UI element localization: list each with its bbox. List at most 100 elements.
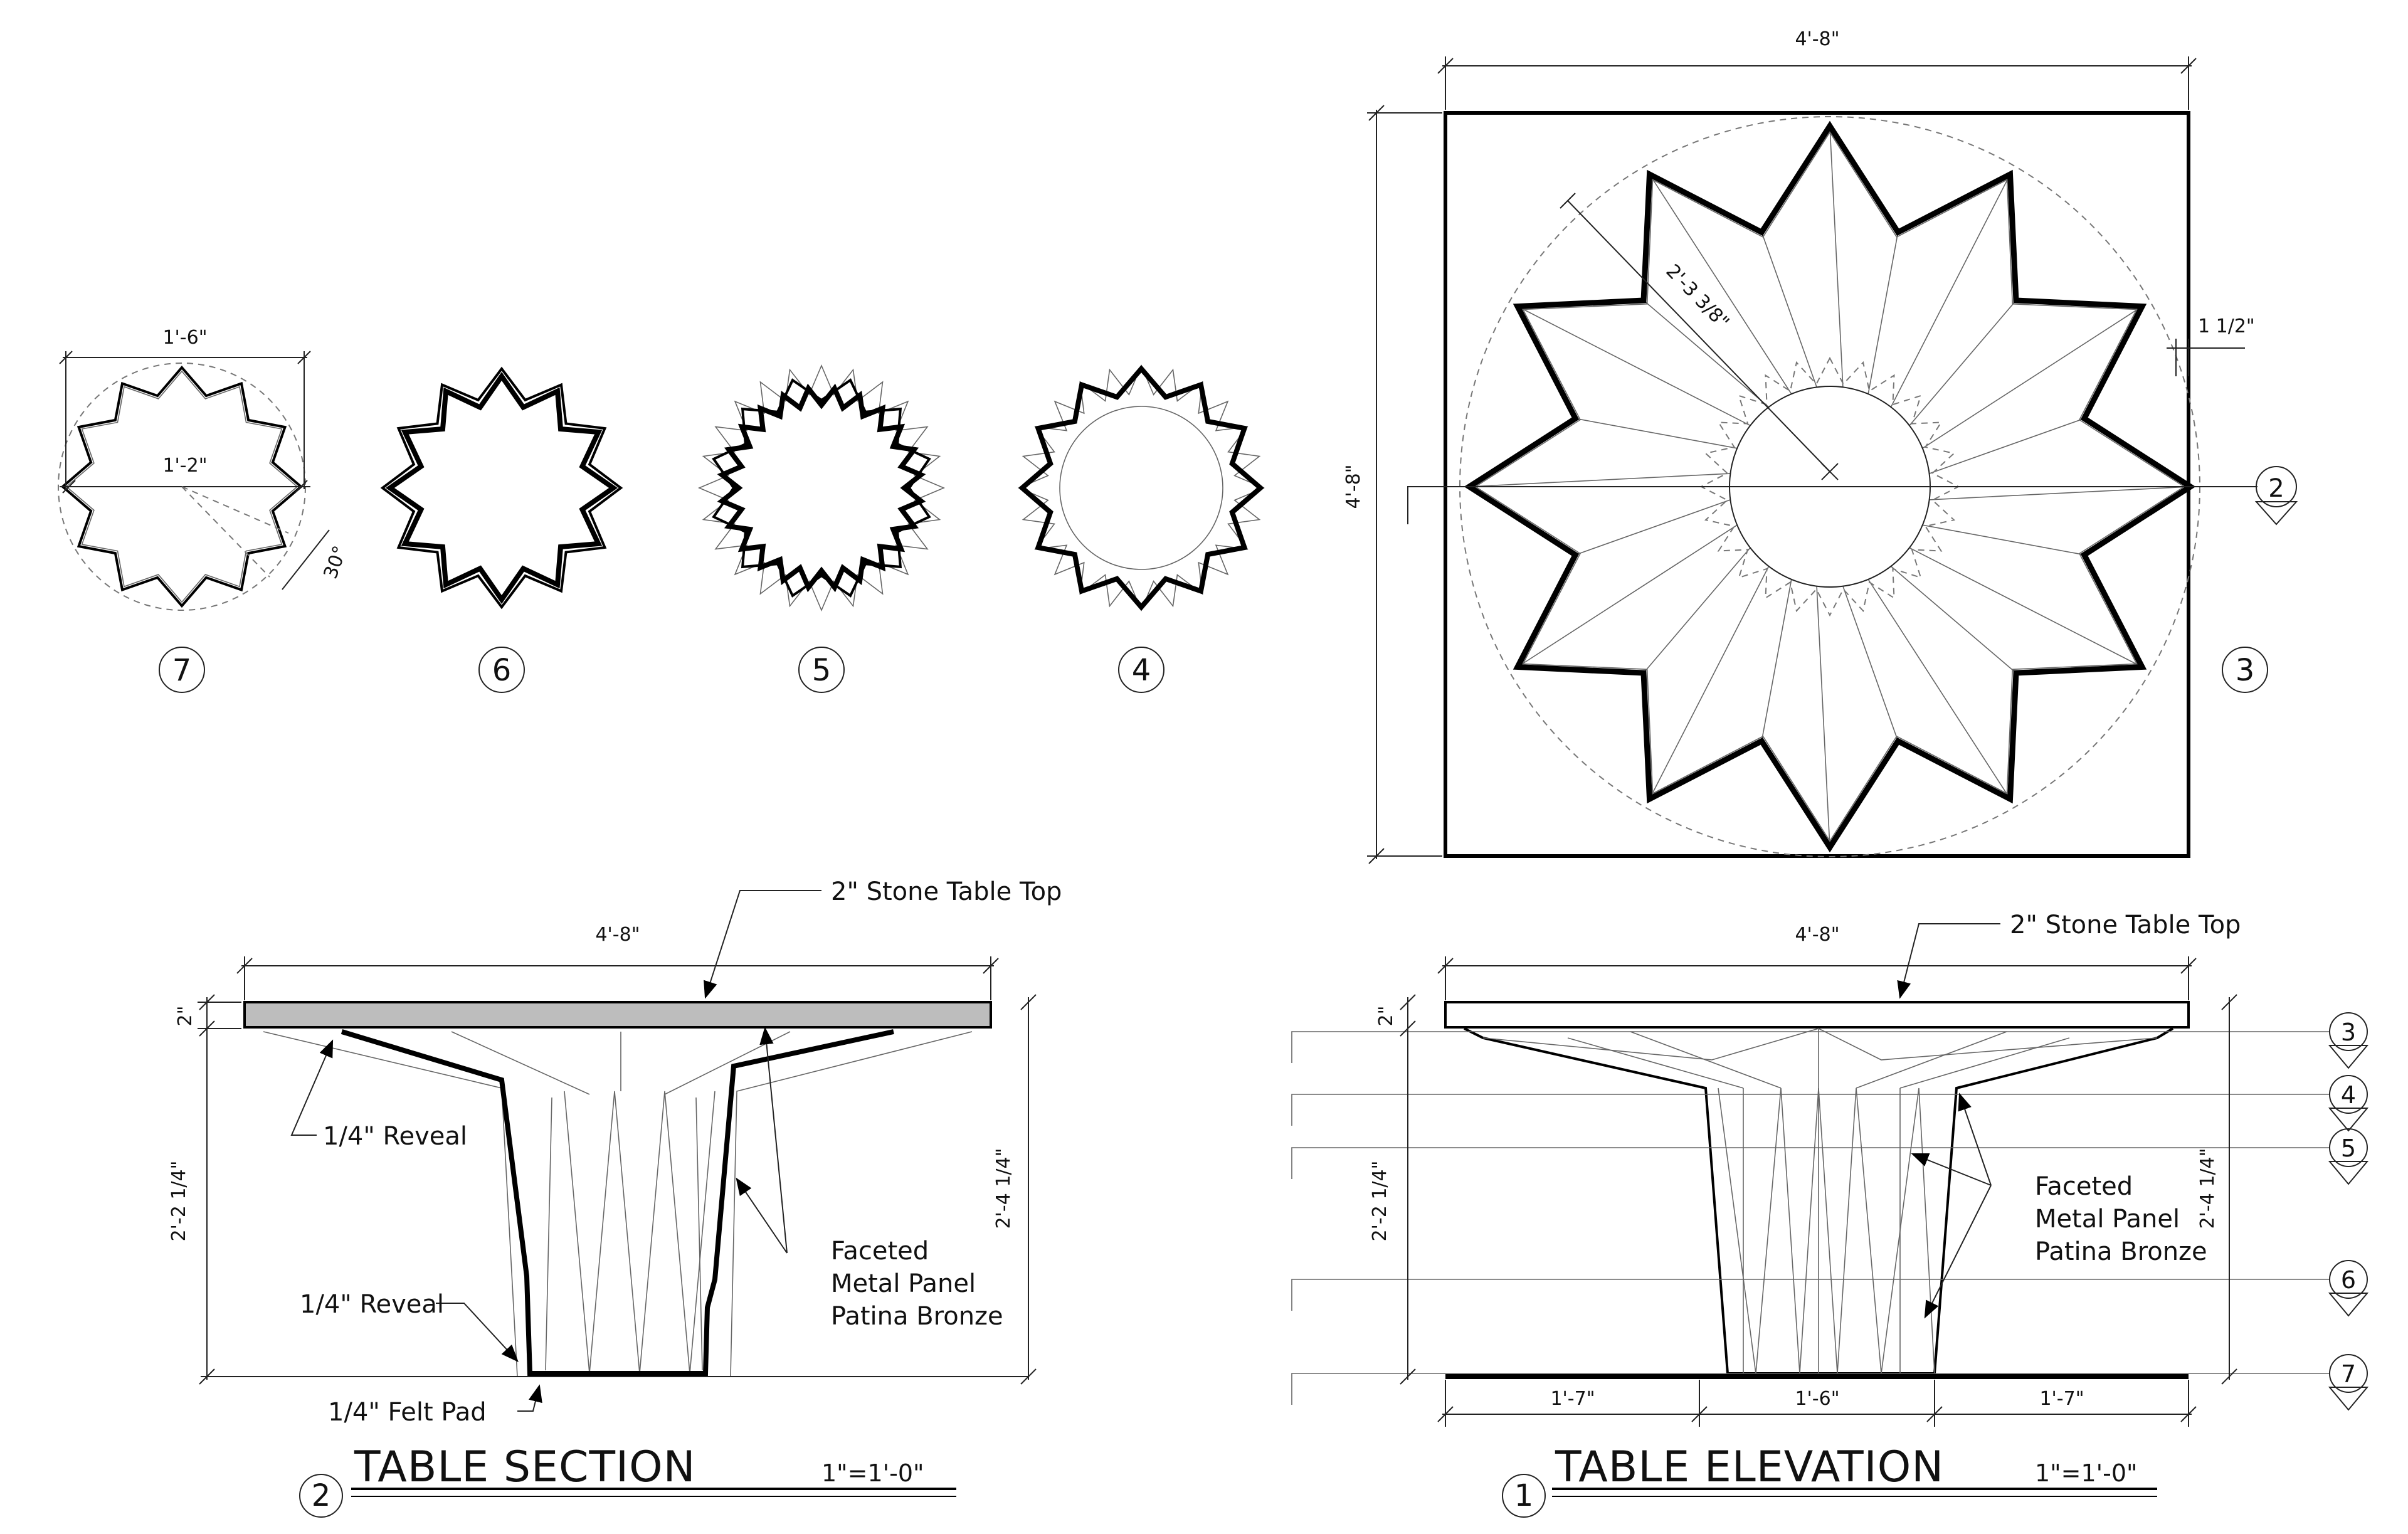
top-view-facet-line (1575, 418, 1738, 449)
section-scale: 1"=1'-0" (821, 1459, 924, 1487)
elevation-top-thickness: 2" (1375, 1006, 1397, 1027)
top-view-facet-line (1929, 418, 2084, 474)
top-view-facet-line (1922, 305, 2143, 449)
table-section: 4'-8" 2" 2'-2 1/4" 2'-4 1/4" 2" Stone Ta… (168, 877, 1062, 1518)
plan-7-label: 7 (172, 653, 192, 688)
elevation-callout-panel-1: Faceted (2035, 1172, 2133, 1201)
elevation-level-marker: 7 (1291, 1354, 2369, 1411)
plan-6-label: 6 (492, 653, 512, 688)
top-view-facet-line (1649, 174, 1792, 394)
plan-7-inner-dim: 1'-2" (162, 455, 207, 477)
top-view-star (1464, 120, 2196, 853)
elevation-level-label: 4 (2341, 1081, 2356, 1109)
plan-5-star-outer (712, 378, 931, 598)
elevation-width-dim: 4'-8" (1795, 924, 1839, 946)
plan-7-star-inner (65, 370, 298, 603)
elevation-level-label: 6 (2341, 1266, 2356, 1294)
top-view-facet-line (1517, 524, 1738, 668)
top-view-bubble (2222, 647, 2268, 693)
top-view-facet-line (1842, 586, 1899, 741)
elevation-number: 1 (1514, 1478, 1534, 1513)
plan-7-star (60, 365, 304, 608)
top-view-facet-line (1890, 174, 2011, 408)
top-view-facet-line (1909, 300, 2017, 426)
section-callout-reveal-lower: 1/4" Reveal (300, 1290, 444, 1319)
elevation-level-marker: 3 (1291, 1012, 2369, 1069)
top-view-facet-line (1890, 566, 2017, 674)
section-top-thickness: 2" (174, 1006, 196, 1027)
plan-6-bubble (478, 647, 525, 693)
top-view-facet-line (1816, 586, 1830, 848)
top-view-facet-line (1469, 473, 1731, 487)
top-view-facet-line (1643, 547, 1751, 674)
elevation-callout-panel-2: Metal Panel (2035, 1205, 2180, 1234)
top-view-facet-line (1649, 566, 1770, 800)
plan-6: 6 (380, 366, 623, 693)
elevation-callout-top: 2" Stone Table Top (2010, 911, 2241, 939)
top-view-facet-line (1643, 300, 1770, 408)
plan-7-outer-dim: 1'-6" (162, 327, 207, 349)
elevation-level-marker: 5 (1291, 1128, 2369, 1185)
plan-5-star-faceted (697, 364, 946, 612)
elevation-base-dim-center: 1'-6" (1795, 1388, 1839, 1410)
top-view-facet-line (1922, 524, 2084, 556)
elevation-level-label: 7 (2341, 1360, 2356, 1388)
top-view-height-dim: 4'-8" (1343, 464, 1365, 509)
top-view-facet-line (1867, 579, 2011, 800)
section-title: TABLE SECTION (354, 1442, 695, 1492)
plan-7-angle-dim: 30° (320, 543, 352, 582)
plan-5-bubble (798, 647, 845, 693)
top-view-facet-line (1761, 579, 1792, 741)
elevation-base-dim-right: 1'-7" (2039, 1388, 2084, 1410)
plan-6-star-outer (380, 366, 623, 610)
table-elevation: 3 4 5 6 7 4'-8" 2" 2'-2 1/4" 2'-4 1/4" 1'-7"… (1291, 911, 2369, 1518)
elevation-levels: 3 4 5 6 7 (1291, 1012, 2369, 1411)
top-view-facet-line (1829, 125, 1844, 388)
plan-5: 5 (697, 364, 946, 693)
section-table-top (243, 1001, 992, 1029)
elevation-base-dim-left: 1'-7" (1550, 1388, 1595, 1410)
section-callout-panel-3: Patina Bronze (831, 1302, 1003, 1331)
section-total-height: 2'-4 1/4" (993, 1148, 1015, 1229)
top-view-square (1444, 111, 2190, 858)
plan-5-star-inner (717, 383, 926, 593)
section-callout-reveal-upper: 1/4" Reveal (323, 1122, 467, 1151)
section-number: 2 (312, 1478, 331, 1513)
section-callout-felt: 1/4" Felt Pad (328, 1398, 487, 1427)
top-view-facets (1469, 125, 2191, 848)
plan-7-bubble (159, 647, 205, 693)
section-marker-bubble (2256, 466, 2297, 507)
section-callout-top: 2" Stone Table Top (831, 877, 1062, 906)
plan-4: 4 (1017, 364, 1265, 693)
elevation-facet-lines (1482, 1028, 2158, 1374)
elevation-level-label: 5 (2341, 1135, 2356, 1162)
plan-4-label: 4 (1132, 653, 1151, 688)
plan-6-star-inner (385, 371, 618, 605)
section-number-bubble (299, 1474, 343, 1518)
top-view-edge-dim: 1 1/2" (2198, 315, 2255, 337)
elevation-level-marker: 6 (1291, 1260, 2369, 1317)
top-view-facet-line (1867, 232, 1899, 394)
elevation-title: TABLE ELEVATION (1555, 1442, 1944, 1492)
top-view-facet-line (1909, 547, 2143, 668)
elevation-level-label: 3 (2341, 1018, 2356, 1046)
plan-7: 1'-6" 1'-2" 30° 7 (58, 327, 352, 693)
top-view-radius-dim: 2'-3 3/8" (1661, 260, 1733, 334)
elevation-callout-panel-3: Patina Bronze (2035, 1237, 2207, 1266)
top-view-facet-line (1575, 499, 1731, 556)
plan-4-star (1018, 364, 1265, 611)
top-view-facet-line (1517, 305, 1751, 426)
elevation-total-height: 2'-4 1/4" (2197, 1148, 2219, 1229)
plan-5-label: 5 (812, 653, 832, 688)
elevation-scale: 1"=1'-0" (2035, 1459, 2138, 1487)
top-view-facet-line (1929, 486, 2191, 500)
top-view: 2 4'-8" 4'-8" 2'-3 3/8" 1 1/2" 3 (1343, 28, 2298, 864)
top-view-facet-line (1761, 232, 1817, 388)
elevation-inner-height: 2'-2 1/4" (1369, 1161, 1391, 1242)
section-inner-height: 2'-2 1/4" (168, 1161, 190, 1242)
section-callout-panel-2: Metal Panel (831, 1269, 976, 1298)
top-view-star-edge (1474, 131, 2185, 842)
elevation-table-top (1444, 1001, 2190, 1029)
top-view-width-dim: 4'-8" (1795, 28, 1839, 50)
